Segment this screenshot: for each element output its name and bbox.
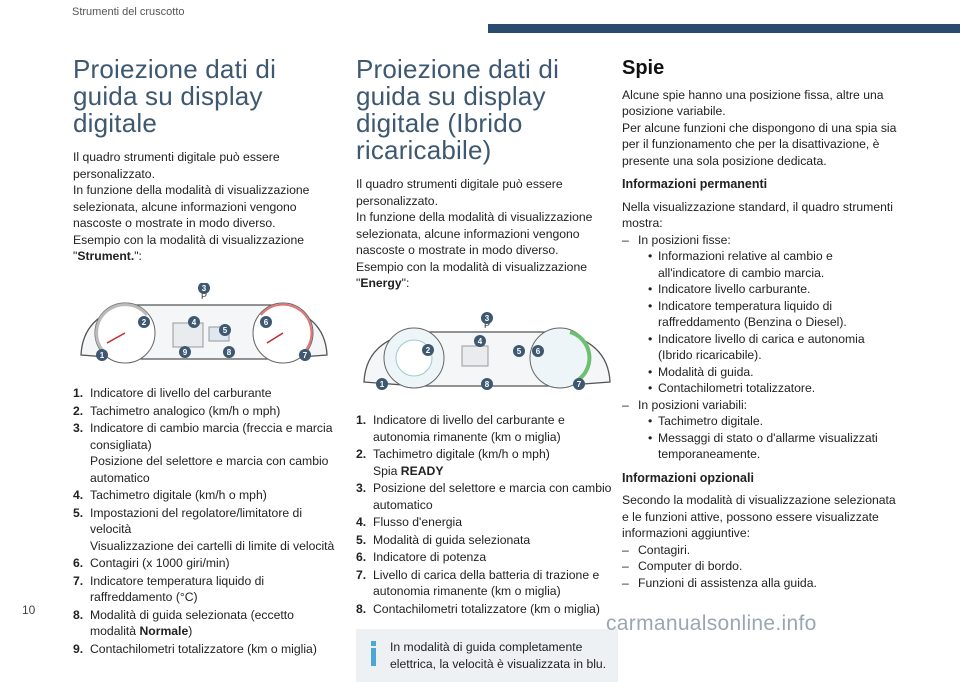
callout-label: 4 <box>478 337 483 346</box>
instrument-cluster-illustration: P 3 2 4 5 6 1 9 8 7 <box>73 281 335 372</box>
paragraph: Nella visualizzazione standard, il quadr… <box>622 199 893 231</box>
hybrid-cluster-illustration: P 3 2 4 5 6 1 7 8 <box>356 310 618 399</box>
list-item: 3.Posizione del selettore e marcia con c… <box>356 481 612 512</box>
paragraph: Alcune spie hanno una posizione fissa, a… <box>622 87 884 119</box>
svg-text:P: P <box>201 291 207 301</box>
header-accent-bar <box>488 24 960 33</box>
list-item: 4.Flusso d'energia <box>356 515 463 529</box>
callout-label: 2 <box>426 346 431 355</box>
list-item: 7.Indicatore temperatura liquido di raff… <box>73 573 265 605</box>
list-item: 1.Indicatore di livello del carburante <box>73 386 272 400</box>
page-number: 10 <box>22 603 36 617</box>
list-item: 5.Impostazioni del regolatore/limitatore… <box>73 505 335 553</box>
list-item: 7.Livello di carica della batteria di tr… <box>356 567 600 599</box>
list-item: •Indicatore livello di carica e autonomi… <box>648 331 865 363</box>
paragraph: In funzione della modalità di visualizza… <box>356 210 593 257</box>
info-icon <box>366 639 380 672</box>
paragraph: Esempio con la modalità di visualizzazio… <box>73 232 305 264</box>
list-item: 1.Indicatore di livello del carburante e… <box>356 413 565 444</box>
legend-list: 1.Indicatore di livello del carburante 2… <box>73 385 335 657</box>
column-warning-lights: Spie Alcune spie hanno una posizione fis… <box>622 56 902 591</box>
callout-label: 7 <box>303 351 308 360</box>
list-item: –In posizioni variabili: <box>622 397 748 412</box>
list-item: •Contachilometri totalizzatore. <box>648 381 816 395</box>
callout-label: 6 <box>264 318 269 327</box>
callout-label: 8 <box>485 380 490 389</box>
subheading: Informazioni permanenti <box>622 177 768 191</box>
callout-label: 9 <box>183 348 188 357</box>
list-item: 2.Tachimetro digitale (km/h o mph)Spia R… <box>356 447 550 478</box>
list-item: –Computer di bordo. <box>622 559 743 573</box>
callout-label: 3 <box>485 314 490 323</box>
callout-label: 1 <box>380 380 385 389</box>
section-title: Proiezione dati di guida su display digi… <box>73 54 277 138</box>
list-item: 9.Contachilometri totalizzatore (km o mi… <box>73 641 317 656</box>
paragraph: In funzione della modalità di visualizza… <box>73 183 310 230</box>
info-text: In modalità di guida completamente elett… <box>390 640 607 671</box>
list-item: •Informazioni relative al cambio e all'i… <box>648 249 833 280</box>
list-item: 6.Contagiri (x 1000 giri/min) <box>73 556 230 570</box>
paragraph: Il quadro strumenti digitale può essere … <box>73 150 280 181</box>
callout-label: 7 <box>577 380 582 389</box>
callout-label: 5 <box>517 347 522 356</box>
list-item: 2.Tachimetro analogico (km/h o mph) <box>73 403 281 418</box>
paragraph: Secondo la modalità di visualizzazione s… <box>622 493 896 540</box>
subheading: Informazioni opzionali <box>622 470 754 485</box>
callout-label: 4 <box>192 318 197 327</box>
list-item: •Indicatore temperatura liquido di raffr… <box>648 298 847 330</box>
list-item: •Messaggi di stato o d'allarme visualizz… <box>648 430 878 462</box>
callout-label: 8 <box>227 348 232 357</box>
callout-label: 6 <box>536 347 541 356</box>
list-item: –Funzioni di assistenza alla guida. <box>622 575 817 590</box>
legend-list: 1.Indicatore di livello del carburante e… <box>356 412 618 617</box>
section-title: Proiezione dati di guida su display digi… <box>356 54 560 165</box>
callout-label: 5 <box>223 326 228 335</box>
list-item: –In posizioni fisse: <box>622 232 731 247</box>
list-item: •Indicatore livello carburante. <box>648 282 811 296</box>
list-item: 5.Modalità di guida selezionata <box>356 532 531 547</box>
list-item: •Modalità di guida. <box>648 364 754 379</box>
list-item: –Contagiri. <box>622 542 691 557</box>
paragraph: Per alcune funzioni che dispongono di un… <box>622 120 897 168</box>
section-title: Spie <box>622 57 665 79</box>
paragraph: Il quadro strumenti digitale può essere … <box>356 177 563 208</box>
info-note: In modalità di guida completamente elett… <box>356 629 618 682</box>
column-hybrid-display: Proiezione dati di guida su display digi… <box>356 56 618 682</box>
list-item: 6.Indicatore di potenza <box>356 550 487 564</box>
paragraph: Esempio con la modalità di visualizzazio… <box>356 259 588 291</box>
running-header-label: Strumenti del cruscotto <box>72 6 185 18</box>
list-item: 8.Contachilometri totalizzatore (km o mi… <box>356 601 600 616</box>
callout-label: 3 <box>202 284 207 293</box>
list-item: 3.Indicatore di cambio marcia (freccia e… <box>73 421 333 485</box>
callout-label: 2 <box>142 318 147 327</box>
callout-label: 1 <box>100 351 105 360</box>
list-item: 8.Modalità di guida selezionata (eccetto… <box>73 607 294 639</box>
column-digital-display: Proiezione dati di guida su display digi… <box>73 56 335 658</box>
list-item: •Tachimetro digitale. <box>648 414 763 428</box>
svg-text:P: P <box>484 320 490 330</box>
watermark: carmanualsonline.info <box>606 612 817 635</box>
list-item: 4.Tachimetro digitale (km/h o mph) <box>73 488 267 502</box>
